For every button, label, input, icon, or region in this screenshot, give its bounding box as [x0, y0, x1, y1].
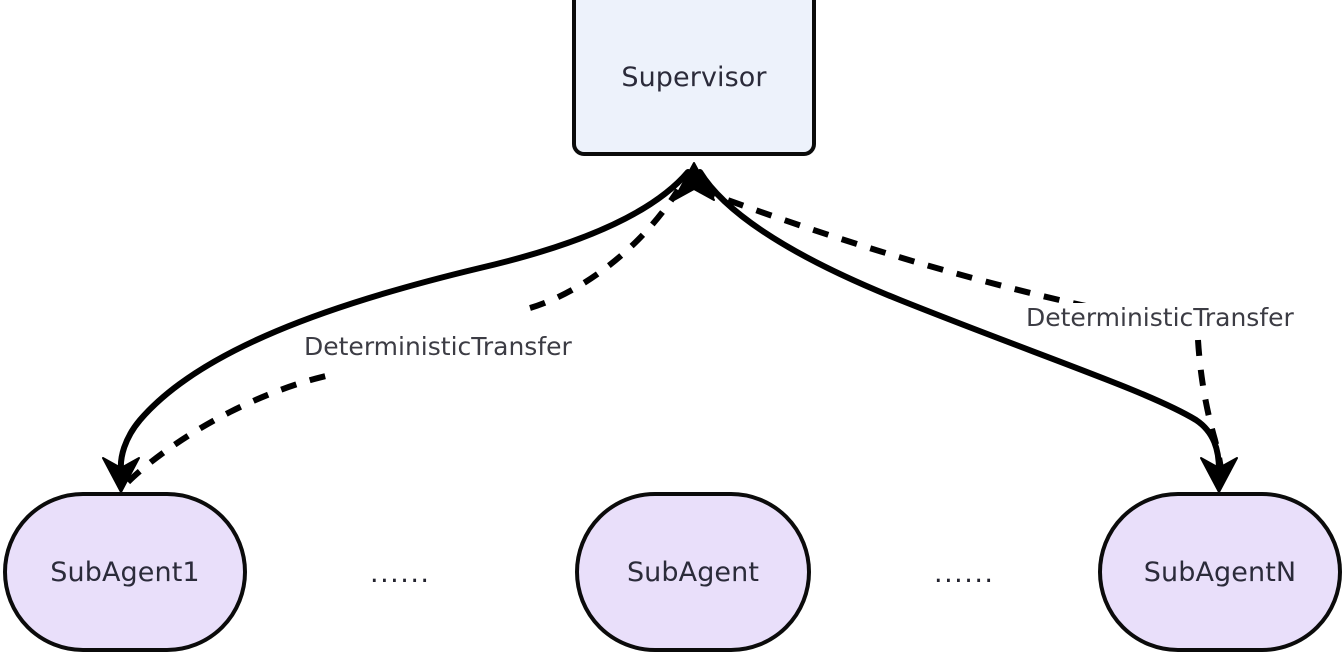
node-subagentn-label: SubAgentN — [1143, 556, 1297, 588]
node-subagentn[interactable]: SubAgentN — [1098, 492, 1342, 652]
node-subagent1[interactable]: SubAgent1 — [3, 492, 247, 652]
node-subagent1-label: SubAgent1 — [50, 556, 200, 588]
edge-subagent1-to-supervisor — [125, 162, 715, 485]
edge-subagentn-to-supervisor — [698, 187, 1225, 479]
node-subagent-middle[interactable]: SubAgent — [575, 492, 811, 652]
ellipsis-left: ...... — [370, 558, 431, 589]
ellipsis-right: ...... — [934, 558, 995, 589]
node-subagent-middle-label: SubAgent — [626, 556, 760, 588]
node-supervisor[interactable]: Supervisor — [572, 0, 816, 156]
node-supervisor-label: Supervisor — [621, 61, 767, 93]
edge-supervisor-to-subagentn — [697, 169, 1238, 493]
edge-label-deterministic-transfer-left: DeterministicTransfer — [300, 332, 576, 361]
edge-label-deterministic-transfer-right: DeterministicTransfer — [1022, 303, 1298, 332]
